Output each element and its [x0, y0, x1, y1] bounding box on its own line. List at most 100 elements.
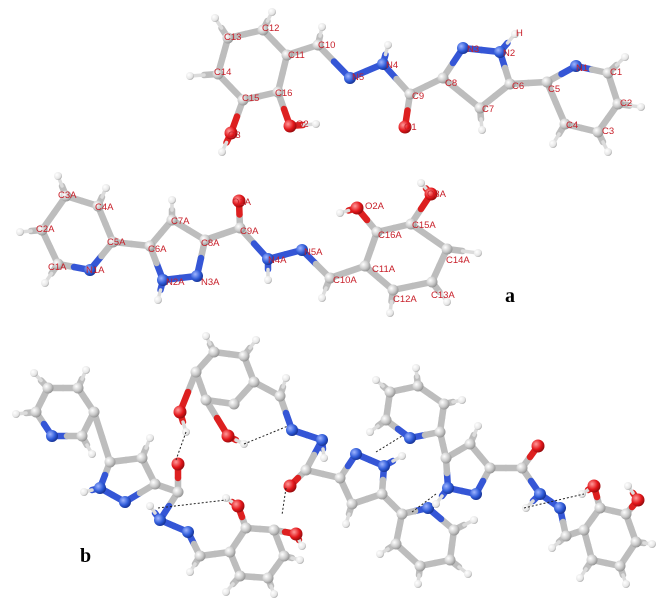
- molecule-2-atom-carbon: [92, 200, 104, 212]
- chain-atom-oxygen: [171, 457, 185, 471]
- molecule-2-atom-carbon: [234, 222, 246, 234]
- panel-a-label: a: [505, 285, 515, 307]
- molecule-1-atom-label: O2: [296, 119, 309, 130]
- molecule-1-atom-label: O1: [404, 122, 417, 133]
- hydrogen-bond-dashed-line: [281, 487, 287, 516]
- chain-atom-carbon: [268, 524, 280, 536]
- molecule-2-atom-label: C4A: [95, 202, 114, 213]
- chain-atom-nitrogen: [94, 482, 106, 494]
- molecule-2-atom-nitrogen: [296, 244, 308, 256]
- chain-atom-carbon: [240, 522, 252, 534]
- chain-atom-carbon: [440, 452, 452, 464]
- chain-atom-carbon: [412, 380, 424, 392]
- molecule-2-atom-label: C11A: [372, 264, 396, 275]
- molecule-1-atom-hydrogen: [511, 30, 519, 38]
- molecule-1-atom-label: N1: [576, 63, 588, 74]
- chain-atom-carbon: [262, 572, 274, 584]
- chain-atom-carbon: [234, 570, 246, 582]
- molecule-1-atom-label: N5: [352, 72, 364, 83]
- molecule-2-atom-oxygen: [424, 187, 438, 201]
- molecule-2-atom-carbon: [199, 234, 211, 246]
- molecule-2-atom-carbon: [371, 226, 383, 238]
- chain-atom-hydrogen: [622, 580, 630, 588]
- chain-atom-oxygen: [631, 493, 645, 507]
- chain-atom-hydrogen: [474, 422, 482, 430]
- chain-atom-oxygen: [587, 479, 601, 493]
- chain-atom-oxygen: [531, 439, 545, 453]
- molecule-1-atom-hydrogen: [637, 103, 645, 111]
- molecule-1-atom-label: O3: [228, 130, 241, 141]
- molecule-2-atom-label: N1A: [86, 265, 105, 276]
- chain-atom-hydrogen: [186, 568, 194, 576]
- molecule-1-atom-label: C11: [288, 50, 305, 61]
- chain-atom-nitrogen: [422, 502, 434, 514]
- molecule-1-atom-carbon: [559, 118, 571, 130]
- molecule-2-atom-carbon: [144, 240, 156, 252]
- chain-atom-oxygen: [173, 405, 187, 419]
- molecule-2-atom-label: C3A: [58, 190, 77, 201]
- molecule-2-atom-label: C8A: [201, 238, 220, 249]
- chain-atom-hydrogen: [270, 590, 278, 598]
- molecule-2-atom-hydrogen: [264, 276, 272, 284]
- molecule-1-atom-hydrogen: [384, 41, 392, 49]
- chain-atom-carbon: [630, 536, 642, 548]
- molecule-2-atom-hydrogen: [168, 196, 176, 204]
- chain-atom-hydrogen: [458, 396, 466, 404]
- molecule-2-atom-hydrogen: [474, 249, 482, 257]
- molecule-1-atom-hydrogen: [604, 148, 612, 156]
- chain-atom-hydrogen: [578, 490, 586, 498]
- molecule-1-atom-hydrogen: [218, 148, 226, 156]
- molecule-2-atom-oxygen: [232, 194, 246, 208]
- chain-atom-carbon: [586, 554, 598, 566]
- chain-atom-carbon: [414, 560, 426, 572]
- chain-atom-carbon: [208, 346, 220, 358]
- molecule-2-atom-label: C13A: [431, 290, 455, 301]
- chain-atom-carbon: [560, 530, 572, 542]
- molecule-2-atom-label: C12A: [393, 294, 417, 305]
- molecule-1-atom-nitrogen: [344, 72, 356, 84]
- molecule-1-atom-label: C4: [566, 120, 578, 131]
- molecule-2-atom-nitrogen: [157, 274, 169, 286]
- chain-atom-carbon: [30, 406, 42, 418]
- chain-atom-hydrogen: [470, 516, 478, 524]
- hydrogen-bond-dashed-line: [375, 435, 403, 453]
- chain-atom-hydrogen: [12, 410, 20, 418]
- chain-atom-carbon: [278, 550, 290, 562]
- chain-atom-hydrogen: [82, 366, 90, 374]
- hydrogen-bond-dashed-line: [157, 499, 227, 509]
- molecule-1-atom-nitrogen: [494, 46, 506, 58]
- molecule-1-atom-label: N4: [386, 60, 398, 71]
- chain-atom-carbon: [390, 538, 402, 550]
- chain-atom-carbon: [300, 464, 312, 476]
- molecule-2-atom-carbon: [52, 258, 64, 270]
- molecule-1-atom-label: C9: [412, 91, 424, 102]
- panel-b-label: b: [80, 545, 91, 567]
- chain-atom-carbon: [224, 546, 236, 558]
- chain-atom-nitrogen: [554, 502, 566, 514]
- chain-atom-hydrogen: [576, 574, 584, 582]
- molecule-1-atom-carbon: [272, 86, 284, 98]
- chain-atom-nitrogen: [404, 432, 416, 444]
- chain-atom-nitrogen: [154, 514, 166, 526]
- molecule-1-atom-label: C16: [275, 88, 292, 99]
- molecule-1-atom-label: C8: [445, 78, 457, 89]
- molecule-2-atom-hydrogen: [154, 296, 162, 304]
- molecule-1-atom-hydrogen: [186, 72, 194, 80]
- chain-atom-carbon: [200, 394, 212, 406]
- molecule-2-atom-carbon: [60, 190, 72, 202]
- molecule-2-atom-hydrogen: [417, 179, 425, 187]
- hydrogen-bond-dashed-line: [175, 431, 187, 461]
- chain-atom-carbon: [88, 406, 100, 418]
- chain-atom-carbon: [484, 462, 496, 474]
- hydrogen-bond-chain-structure: [12, 332, 656, 598]
- molecule-2-atom-label: C2A: [36, 224, 55, 235]
- molecule-1-atom-carbon: [237, 94, 249, 106]
- chain-atom-hydrogen: [414, 580, 422, 588]
- chain-atom-nitrogen: [46, 430, 58, 442]
- chain-atom-oxygen: [221, 429, 235, 443]
- molecule-2-atom-label: N3A: [201, 277, 220, 288]
- chain-atom-hydrogen: [372, 376, 380, 384]
- molecule-2-atom-carbon: [441, 243, 453, 255]
